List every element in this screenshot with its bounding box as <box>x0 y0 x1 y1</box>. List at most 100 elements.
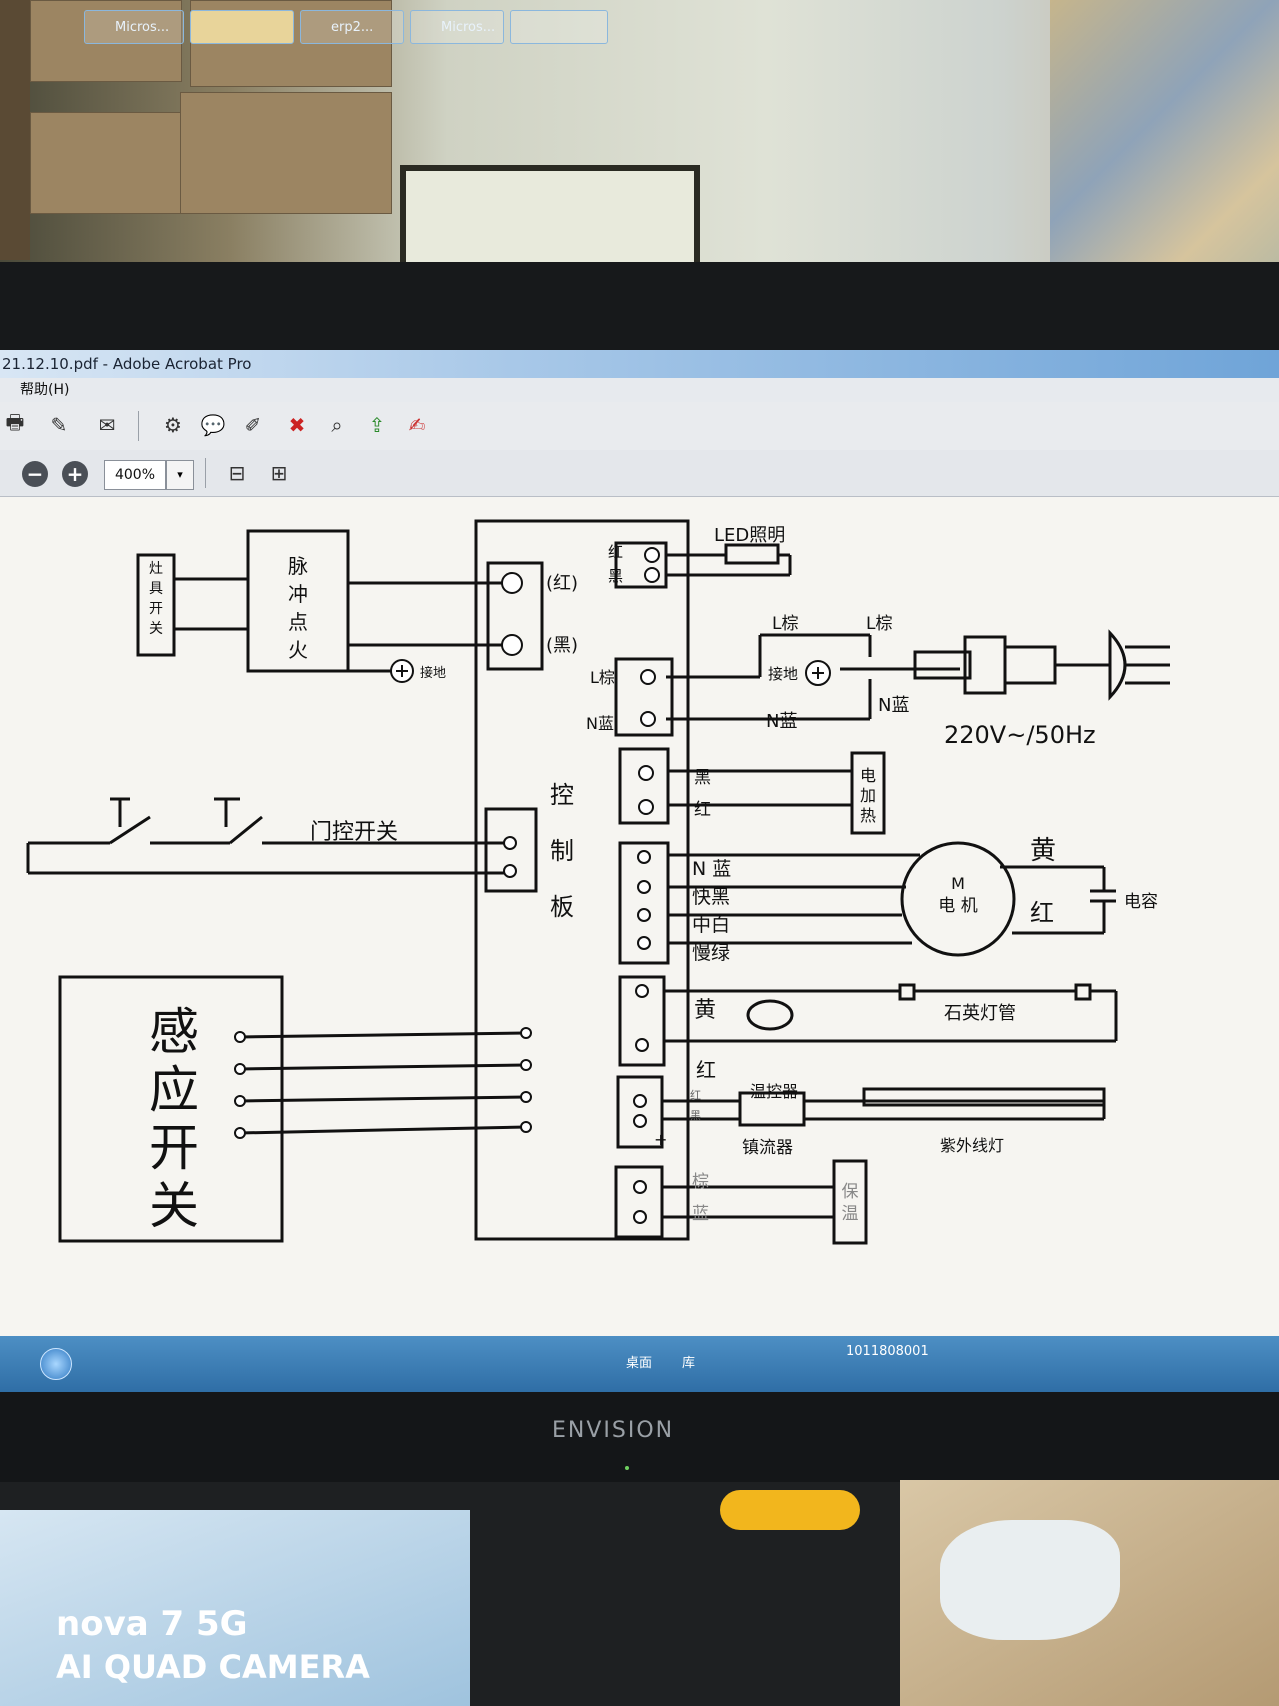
yellow-object <box>720 1490 860 1530</box>
sign-icon[interactable]: ✍ <box>408 413 426 437</box>
taskbar-file-label[interactable]: 1011808001 <box>846 1344 929 1359</box>
svg-text:点: 点 <box>288 610 308 634</box>
red-paren-label: (红) <box>546 573 578 594</box>
svg-text:接地: 接地 <box>768 665 798 683</box>
svg-text:N 蓝: N 蓝 <box>692 858 731 880</box>
export-icon[interactable]: ⇪ <box>368 413 386 437</box>
taskbar-item-word-1[interactable]: Micros... <box>84 10 184 44</box>
svg-text:N蓝: N蓝 <box>766 711 797 732</box>
svg-text:加: 加 <box>860 786 876 805</box>
taskbar-library-label[interactable]: 库 <box>682 1356 696 1371</box>
svg-text:蓝: 蓝 <box>692 1204 709 1224</box>
svg-text:黄: 黄 <box>1030 836 1056 866</box>
svg-text:板: 板 <box>550 893 574 921</box>
svg-text:慢绿: 慢绿 <box>692 942 730 964</box>
tissue <box>940 1520 1120 1640</box>
fit-width-icon[interactable]: ⊞ <box>270 461 288 485</box>
delete-page-icon[interactable]: ✖ <box>288 413 306 437</box>
print-icon[interactable]: 🖶 <box>5 410 25 434</box>
svg-text:开: 开 <box>149 601 163 617</box>
svg-text:电 机: 电 机 <box>938 896 977 916</box>
igniter-box <box>246 529 350 673</box>
svg-text:应: 应 <box>149 1061 199 1119</box>
taskbar-item-word-2[interactable]: Micros... <box>410 10 504 44</box>
uv-lamp-label: 紫外线灯 <box>940 1136 1004 1155</box>
taskbar-item-pdf[interactable] <box>510 10 608 44</box>
svg-text:红: 红 <box>694 800 711 820</box>
svg-text:关: 关 <box>149 621 163 637</box>
svg-text:保: 保 <box>842 1182 859 1202</box>
main-toolbar: 🖶 ✎ ✉ ⚙ 💬 ✐ ✖ ⌕ ⇪ ✍ <box>0 402 1279 451</box>
monitor-bottom-bezel <box>0 1392 1279 1482</box>
toolbar-separator <box>138 411 139 441</box>
highlight-icon[interactable]: ✐ <box>244 413 262 437</box>
edit-document-icon[interactable]: ✎ <box>50 413 68 437</box>
svg-text:热: 热 <box>860 806 876 825</box>
zoom-toolbar <box>0 450 1279 497</box>
cardboard-box <box>180 92 392 214</box>
camera-watermark-line2: AI QUAD CAMERA <box>56 1648 370 1686</box>
zoom-out-button[interactable]: − <box>22 461 48 487</box>
paper-document <box>0 1510 470 1706</box>
cardboard-box <box>30 0 182 82</box>
svg-text:温: 温 <box>842 1204 859 1224</box>
svg-text:红: 红 <box>696 1058 716 1082</box>
ground-label: 接地 <box>420 665 446 681</box>
svg-text:L棕: L棕 <box>866 614 892 634</box>
monitor-brand-logo: ENVISION <box>552 1418 675 1443</box>
find-icon[interactable]: ⌕ <box>331 413 343 437</box>
svg-text:红: 红 <box>690 1089 701 1102</box>
svg-text:N蓝: N蓝 <box>878 695 909 716</box>
pdf-document-view: 灶 具 开 关 脉 冲 点 火 器 接地 (红) (黑) 红 黑 LED照明 L… <box>0 497 1279 1350</box>
svg-text:黄: 黄 <box>694 998 716 1023</box>
email-icon[interactable]: ✉ <box>98 413 116 437</box>
power-indicator <box>625 1466 629 1470</box>
thermostat-label: 温控器 <box>750 1082 798 1101</box>
quartz-tube-label: 石英灯管 <box>944 1003 1016 1024</box>
svg-text:红: 红 <box>1030 899 1054 927</box>
svg-text:快黑: 快黑 <box>692 886 730 908</box>
svg-text:脉: 脉 <box>288 554 308 578</box>
svg-text:L棕: L棕 <box>772 614 798 634</box>
fit-page-icon[interactable]: ⊟ <box>228 461 246 485</box>
window-titlebar: 21.12.10.pdf - Adobe Acrobat Pro <box>0 350 1279 378</box>
svg-text:黑: 黑 <box>690 1109 701 1122</box>
window-title: 21.12.10.pdf - Adobe Acrobat Pro <box>2 355 252 373</box>
taskbar-item-erp[interactable]: erp2... <box>300 10 404 44</box>
taskbar <box>0 1336 1279 1392</box>
svg-text:控: 控 <box>550 781 574 809</box>
cardboard-box <box>30 112 192 214</box>
control-board-outline <box>474 519 690 1241</box>
stove-switch-label-1: 灶 <box>149 561 163 577</box>
led-light-label: LED照明 <box>714 525 785 546</box>
comment-icon[interactable]: 💬 <box>200 413 226 437</box>
svg-text:N蓝: N蓝 <box>586 714 614 733</box>
wiring-diagram: 灶 具 开 关 脉 冲 点 火 器 接地 (红) (黑) 红 黑 LED照明 L… <box>26 519 1170 1245</box>
svg-text:开: 开 <box>149 1119 199 1177</box>
plus-sign: + <box>654 1130 667 1149</box>
svg-text:制: 制 <box>550 837 574 865</box>
start-button[interactable] <box>40 1348 72 1380</box>
door-switch-label: 门控开关 <box>310 820 398 845</box>
svg-text:M: M <box>951 874 965 893</box>
capacitor-label: 电容 <box>1124 892 1158 912</box>
gear-icon[interactable]: ⚙ <box>164 413 182 437</box>
svg-text:棕: 棕 <box>692 1172 709 1192</box>
taskbar-desktop-label[interactable]: 桌面 <box>626 1356 653 1371</box>
svg-text:感: 感 <box>149 1003 199 1061</box>
stove-switch-box <box>136 553 176 657</box>
chevron-down-icon[interactable]: ▾ <box>166 460 194 490</box>
svg-text:中白: 中白 <box>692 914 730 936</box>
taskbar-item-active[interactable] <box>190 10 294 44</box>
svg-text:L棕: L棕 <box>590 668 615 687</box>
svg-text:关: 关 <box>149 1177 199 1235</box>
menu-help[interactable]: 帮助(H) <box>20 382 70 398</box>
svg-text:红: 红 <box>608 543 623 561</box>
svg-text:具: 具 <box>149 581 163 597</box>
black-paren-label: (黑) <box>546 635 578 656</box>
zoom-in-button[interactable]: + <box>62 461 88 487</box>
toolbar-separator <box>205 458 206 488</box>
zoom-level-input[interactable]: 400% <box>104 460 166 490</box>
svg-text:黑: 黑 <box>608 567 623 585</box>
ballast-label: 镇流器 <box>742 1138 793 1158</box>
